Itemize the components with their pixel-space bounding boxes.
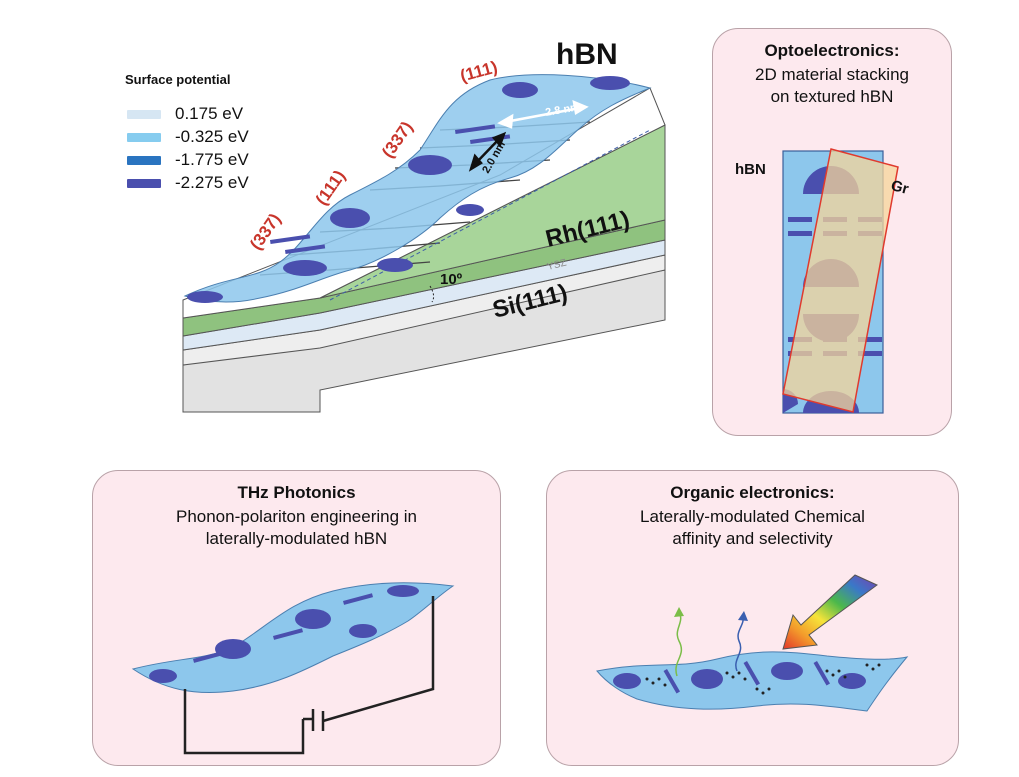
electrical-circuit (183, 596, 435, 755)
stacking-illustration (782, 148, 899, 414)
legend-title: Surface potential (125, 72, 231, 87)
light-beam (782, 574, 878, 650)
graphene-sheet (782, 148, 899, 413)
legend-swatch (127, 178, 161, 188)
hbn-title: hBN (556, 38, 618, 71)
legend-item: 0.175 eV (127, 104, 243, 124)
molecules (645, 663, 881, 695)
organic-illustration (596, 574, 909, 712)
ysz-label: YSZ (546, 258, 568, 273)
legend-label: -2.275 eV (175, 173, 249, 192)
legend-label: 0.175 eV (175, 104, 244, 123)
legend-swatch (127, 155, 161, 165)
organic-hbn-sheet (596, 651, 909, 712)
organic-title: Organic electronics: (670, 483, 835, 502)
legend-item: -0.325 eV (127, 127, 249, 147)
dimension-long-label: 2.8 nm (544, 101, 581, 119)
dimension-arrow-short (468, 131, 507, 172)
thz-title: THz Photonics (237, 483, 356, 502)
legend-label: -1.775 eV (175, 150, 249, 169)
legend-swatch (127, 109, 161, 119)
optoelectronics-subtitle-2: on textured hBN (770, 87, 894, 106)
thz-photonics-panel: THz Photonics Phonon-polariton engineeri… (92, 470, 501, 766)
optoelectronics-panel: Optoelectronics: 2D material stacking on… (712, 28, 952, 436)
thz-subtitle-2: laterally-modulated hBN (205, 529, 388, 548)
hbn-label: hBN (735, 161, 766, 178)
organic-electronics-panel: Organic electronics: Laterally-modulated… (546, 470, 959, 766)
angle-label: 10º (440, 271, 463, 288)
thz-hbn-sheet (131, 582, 455, 694)
hbn-potential-spots (187, 76, 630, 303)
angle-arc (429, 285, 435, 303)
miscut-line (329, 129, 651, 301)
thz-device-illustration (131, 582, 455, 755)
optoelectronics-subtitle-1: 2D material stacking (754, 65, 909, 84)
dimension-arrow-long (497, 99, 589, 129)
legend-label: -0.325 eV (175, 127, 249, 146)
organic-subtitle-1: Laterally-modulated Chemical (640, 507, 865, 526)
hbn-sheet (183, 74, 652, 303)
legend-swatch (127, 132, 161, 142)
optoelectronics-title: Optoelectronics: (764, 41, 900, 60)
legend-item: -2.275 eV (127, 173, 249, 193)
thz-subtitle-1: Phonon-polariton engineering in (175, 507, 417, 526)
legend-item: -1.775 eV (127, 150, 249, 170)
emission-arrow-blue (735, 615, 744, 672)
organic-subtitle-2: affinity and selectivity (672, 529, 833, 548)
emission-arrow-green (675, 610, 683, 677)
substrate-diagram: 2.8 nm 2.0 nm 10º Rh(111) YSZ Si(111) (182, 74, 666, 413)
